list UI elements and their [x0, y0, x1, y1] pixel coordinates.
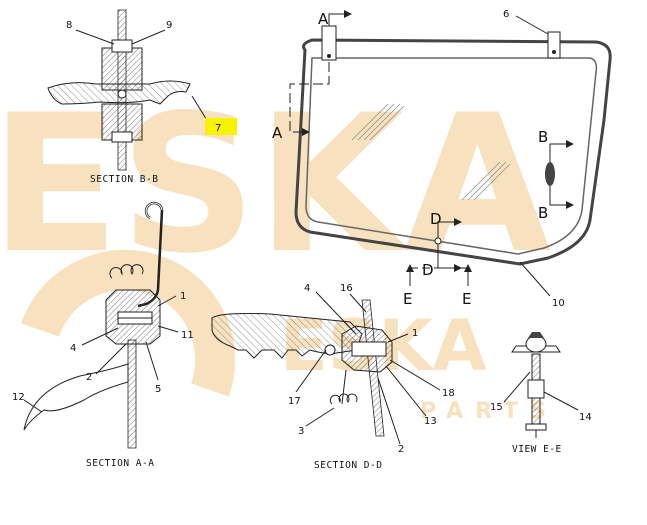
- callout-7-highlight: [205, 118, 237, 135]
- section-dd-drawing: [211, 291, 441, 445]
- callout-15: 15: [490, 402, 503, 413]
- callout-7: 7: [215, 123, 221, 134]
- callout-6: 6: [503, 9, 509, 20]
- callout-14: 14: [579, 412, 592, 423]
- caption-view-ee: VIEW E-E: [512, 444, 562, 455]
- caption-section-aa: SECTION A-A: [86, 458, 154, 469]
- cut-letter-b-top: B: [538, 128, 548, 146]
- callout-1-aa: 1: [180, 291, 186, 302]
- section-bb-drawing: [47, 9, 209, 171]
- watermark: ESKA ESKA PARTS: [0, 74, 558, 424]
- watermark-small-text: PARTS: [420, 399, 558, 424]
- cut-letter-e-left: E: [403, 290, 412, 308]
- callout-16: 16: [340, 283, 353, 294]
- callout-5: 5: [155, 384, 161, 395]
- callout-2-aa: 2: [86, 372, 92, 383]
- cut-letter-e-right: E: [462, 290, 471, 308]
- callout-4-dd: 4: [304, 283, 310, 294]
- callout-10: 10: [552, 298, 565, 309]
- callout-17: 17: [288, 396, 301, 407]
- cut-letter-d-top: D: [430, 210, 442, 228]
- cut-letter-a-left: A: [272, 124, 283, 142]
- view-ee-drawing: [503, 332, 579, 438]
- cut-letter-a-top: A: [318, 10, 329, 28]
- callout-11: 11: [181, 330, 194, 341]
- callout-13: 13: [424, 416, 437, 427]
- caption-section-dd: SECTION D-D: [314, 460, 382, 471]
- callout-8: 8: [66, 20, 72, 31]
- caption-section-bb: SECTION B-B: [90, 174, 158, 185]
- cut-letter-d-bottom: D: [422, 261, 434, 279]
- callout-1-dd: 1: [412, 328, 418, 339]
- callout-3: 3: [298, 426, 304, 437]
- watermark-gear-arc: [21, 249, 236, 397]
- section-aa-drawing: [23, 201, 179, 449]
- callout-18: 18: [442, 388, 455, 399]
- callout-2-dd: 2: [398, 444, 404, 455]
- callout-12: 12: [12, 392, 25, 403]
- cut-letter-b-bottom: B: [538, 204, 548, 222]
- callout-9: 9: [166, 20, 172, 31]
- callout-4-aa: 4: [70, 343, 76, 354]
- window-frame-drawing: [289, 10, 612, 297]
